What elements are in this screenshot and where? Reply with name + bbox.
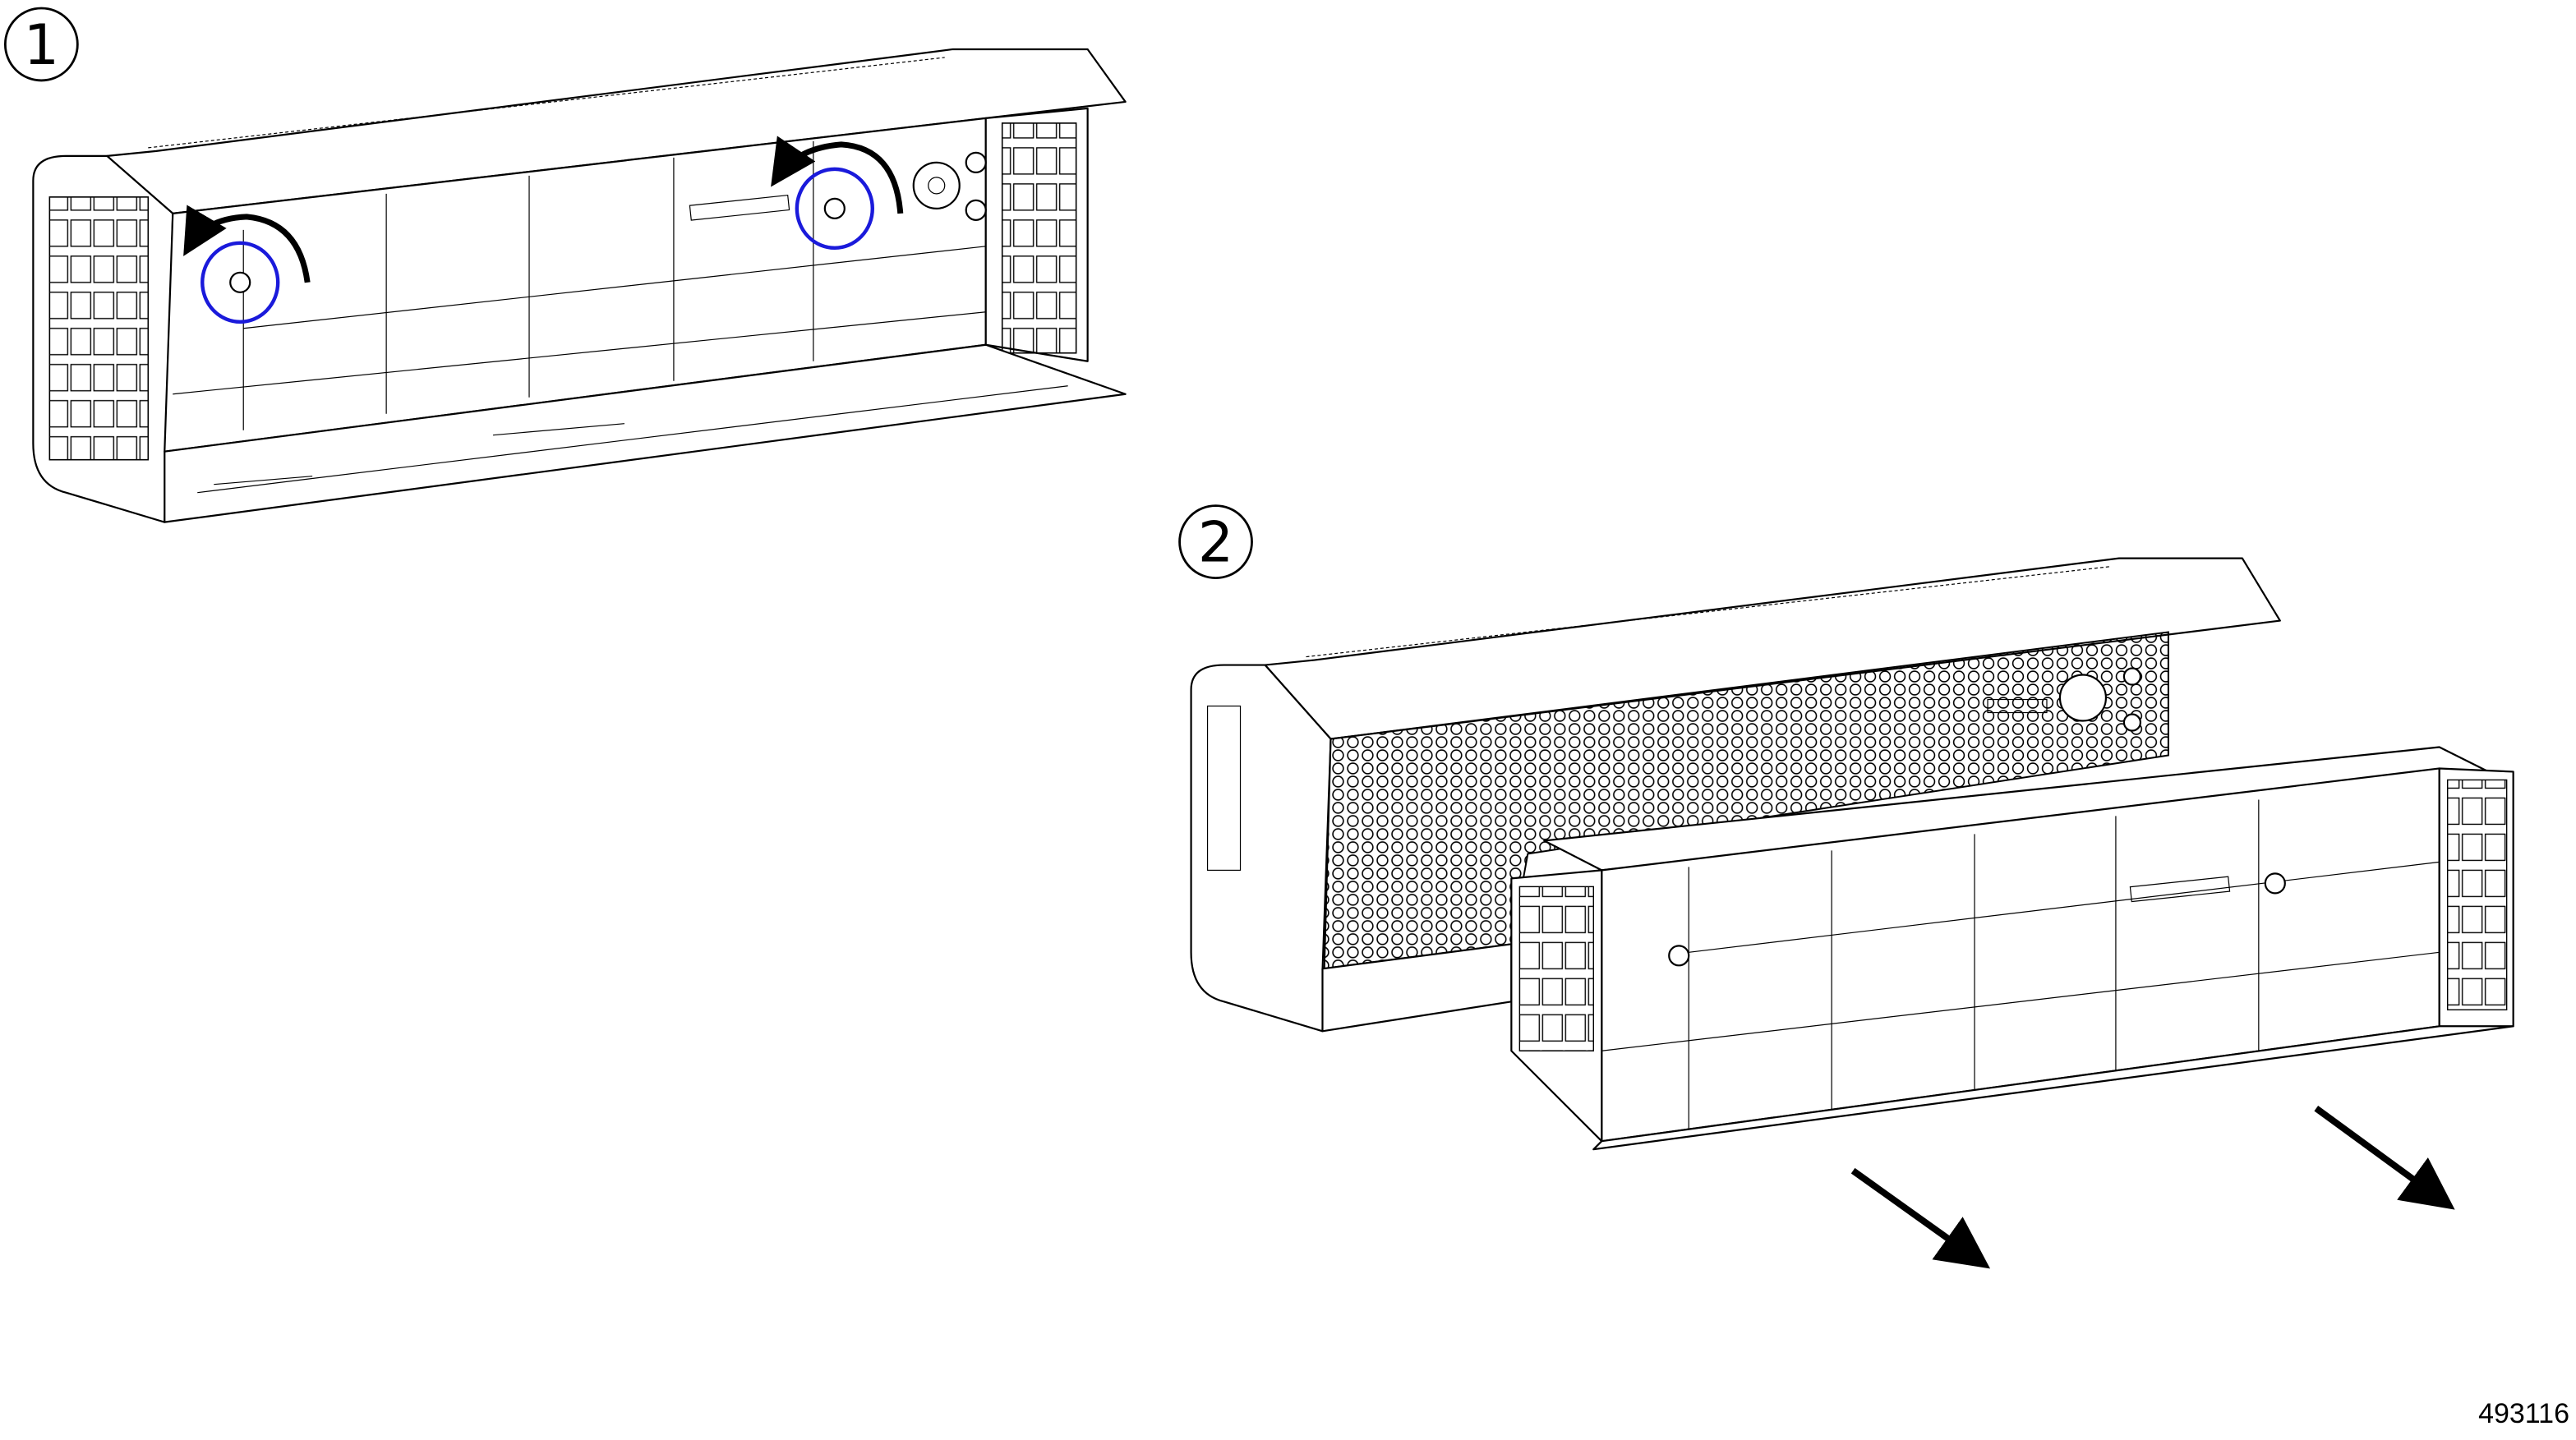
captive-screw-right	[2264, 872, 2286, 895]
step-2-number: 2	[1198, 511, 1233, 576]
captive-screw-right	[823, 197, 846, 219]
counterclockwise-arrow-right-icon	[771, 136, 904, 214]
chassis-open	[32, 48, 1127, 523]
step-2: 2	[1178, 504, 2514, 1269]
step-2-badge: 2	[1178, 504, 1253, 579]
step-1: 1	[3, 7, 1127, 523]
step-1-number: 1	[24, 13, 59, 78]
captive-screw-left	[1668, 945, 1690, 967]
screw-highlight-left	[200, 241, 280, 324]
step-1-badge: 1	[3, 7, 79, 82]
chassis-housing	[1190, 557, 2281, 1033]
figure-id: 493116	[2478, 1398, 2569, 1429]
pull-out-arrow-left-icon	[1850, 1167, 1991, 1269]
captive-screw-left	[229, 271, 251, 293]
screw-highlight-right	[795, 167, 874, 251]
removable-panel	[1510, 746, 2514, 1151]
pull-out-arrow-right-icon	[2314, 1106, 2455, 1210]
counterclockwise-arrow-left-icon	[183, 205, 311, 283]
